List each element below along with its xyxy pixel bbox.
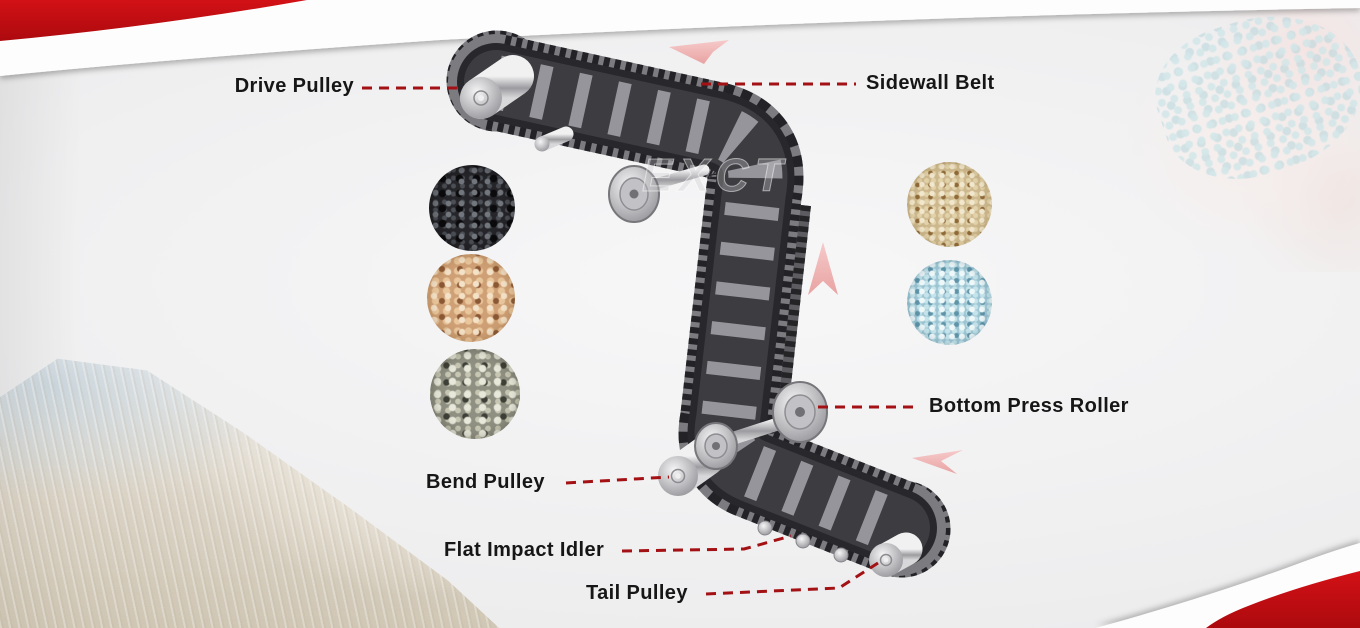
- tail-pulley-graphic: [869, 532, 923, 577]
- material-sample-wood-chips: [427, 254, 515, 342]
- red-swoosh-top-left: [0, 0, 307, 41]
- direction-arrows: [669, 40, 963, 474]
- direction-arrow-left-bottom-icon: [912, 450, 963, 474]
- material-sample-sand: [907, 162, 992, 247]
- material-sample-coal: [429, 165, 515, 251]
- watermark: EXCT: [642, 149, 789, 201]
- label-bend-pulley: Bend Pulley: [426, 471, 545, 493]
- label-bottom-press-roller: Bottom Press Roller: [929, 395, 1129, 417]
- flat-impact-idlers-graphic: [757, 520, 849, 563]
- bottom-press-roller-graphic: [694, 381, 828, 470]
- leader-tail-pulley: [705, 561, 879, 596]
- label-tail-pulley: Tail Pulley: [586, 582, 688, 604]
- belt-cleats: [490, 55, 908, 554]
- label-drive-pulley: Drive Pulley: [234, 75, 354, 97]
- white-swoosh-top: [0, 0, 1360, 76]
- label-flat-impact-idler: Flat Impact Idler: [444, 539, 605, 561]
- material-sample-blue-granules: [907, 260, 992, 345]
- drive-pulley-graphic: [460, 55, 534, 119]
- sidewall-belt-graphic: [446, 30, 951, 578]
- leader-bend-pulley: [565, 475, 670, 485]
- label-sidewall-belt: Sidewall Belt: [866, 72, 995, 94]
- material-sample-crushed-stone: [430, 349, 520, 439]
- direction-arrow-up-icon: [808, 242, 838, 295]
- leader-flat-impact-idler: [621, 534, 792, 553]
- bend-pulley-graphic: [658, 436, 726, 496]
- hand-with-pellets-photo: [1128, 0, 1360, 272]
- leader-lines: [362, 82, 918, 596]
- direction-arrow-left-top-icon: [669, 40, 729, 64]
- top-press-roller-graphic: [608, 164, 710, 223]
- red-swoosh-bottom-right: [1206, 571, 1360, 628]
- top-idler-roller: [534, 126, 574, 152]
